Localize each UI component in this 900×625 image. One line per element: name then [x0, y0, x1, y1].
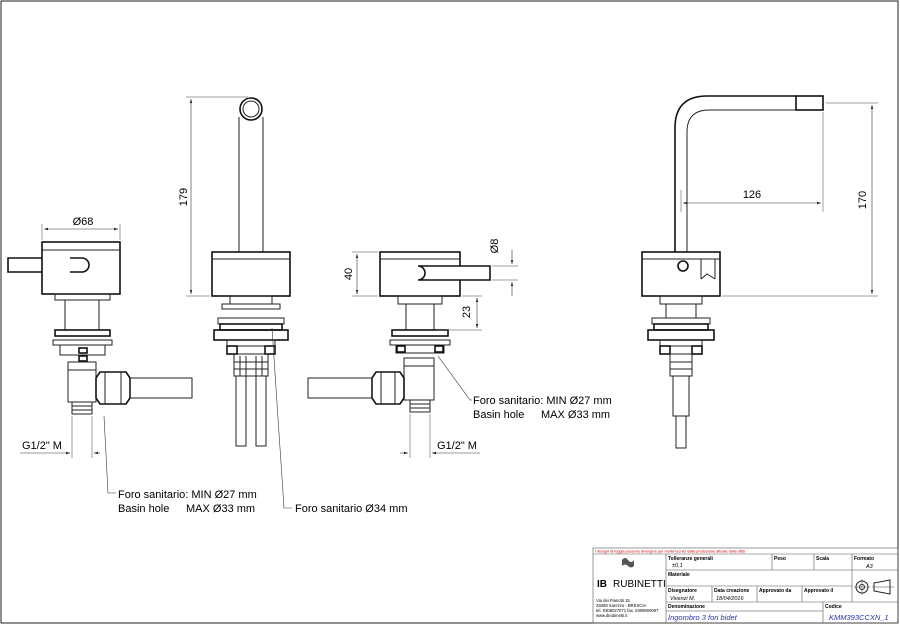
tb-formato-label: Formato: [854, 556, 874, 562]
notes: Foro sanitario: MIN Ø27 mm Basin hole MA…: [103, 327, 612, 515]
tb-codice-label: Codice: [825, 604, 842, 610]
title-block-warning: I disegni di foggia possono divergere pe…: [595, 550, 746, 554]
dim-reach-126: 126: [743, 189, 761, 201]
tb-formato-value: A3: [865, 564, 874, 570]
address-line-2: 25068 Sarezzo - BRESCIA: [596, 603, 646, 608]
tb-approvato-da-label: Approvato da: [759, 588, 791, 594]
dim-diameter-68: Ø68: [73, 216, 94, 228]
dim-thread-right: G1/2" M: [437, 440, 477, 452]
projection-symbol-icon: [854, 579, 894, 595]
brand-name: RUBINETTI: [613, 579, 666, 590]
tb-data-label: Data creazione: [714, 588, 750, 594]
tb-denominazione-label: Denominazione: [668, 604, 705, 610]
view-spout-side: 126 170: [641, 95, 878, 449]
brand-logo: IB RUBINETTI: [597, 558, 666, 590]
dim-height-170: 170: [857, 191, 869, 209]
tb-disegnatore-value: Vivenzi M.: [670, 596, 695, 602]
note-hole-right-label: Basin hole: [473, 409, 524, 421]
tb-codice-value: KMM393CCXN_1: [829, 613, 889, 622]
note-hole-left-line1: Foro sanitario: MIN Ø27 mm: [118, 489, 257, 501]
note-hole-right-line1: Foro sanitario: MIN Ø27 mm: [473, 395, 612, 407]
tb-data-value: 18/04/2016: [716, 596, 744, 602]
note-hole-center: Foro sanitario Ø34 mm: [295, 503, 407, 515]
brand-prefix: IB: [597, 579, 607, 590]
dim-height-179: 179: [178, 188, 190, 206]
dim-base-23: 23: [461, 306, 473, 318]
tb-tolerance-value: ±0,1: [672, 563, 683, 569]
dim-height-40: 40: [343, 268, 355, 280]
dim-thread-left: G1/2" M: [22, 440, 62, 452]
view-handle-right: 40 Ø8 23 G1/2" M: [307, 239, 518, 458]
tb-scala-label: Scala: [816, 556, 829, 562]
tb-approvato-il-label: Approvato il: [804, 588, 834, 594]
tb-materiale-label: Materiale: [668, 572, 690, 578]
tb-peso-label: Peso: [774, 556, 786, 562]
note-hole-left-max: MAX Ø33 mm: [186, 503, 255, 515]
view-handle-left: Ø68 G1/2" M: [7, 216, 193, 458]
view-spout-front: 179: [178, 96, 291, 447]
tb-denominazione-value: Ingombro 3 fori bidet: [668, 613, 738, 622]
tb-tolerance-label: Tolleranze generali: [668, 556, 714, 562]
note-hole-left-label: Basin hole: [118, 503, 169, 515]
note-hole-right-max: MAX Ø33 mm: [541, 409, 610, 421]
tb-disegnatore-label: Disegnatore: [668, 588, 697, 594]
dim-diameter-8: Ø8: [489, 239, 501, 254]
title-block: I disegni di foggia possono divergere pe…: [592, 547, 899, 624]
address-line-3: tel. 0308027071 fax. 0308900097: [596, 608, 659, 613]
address-line-4: www.ibrubinetti.it: [596, 613, 628, 618]
address-line-1: Via dei Pianotti 15: [596, 598, 630, 603]
